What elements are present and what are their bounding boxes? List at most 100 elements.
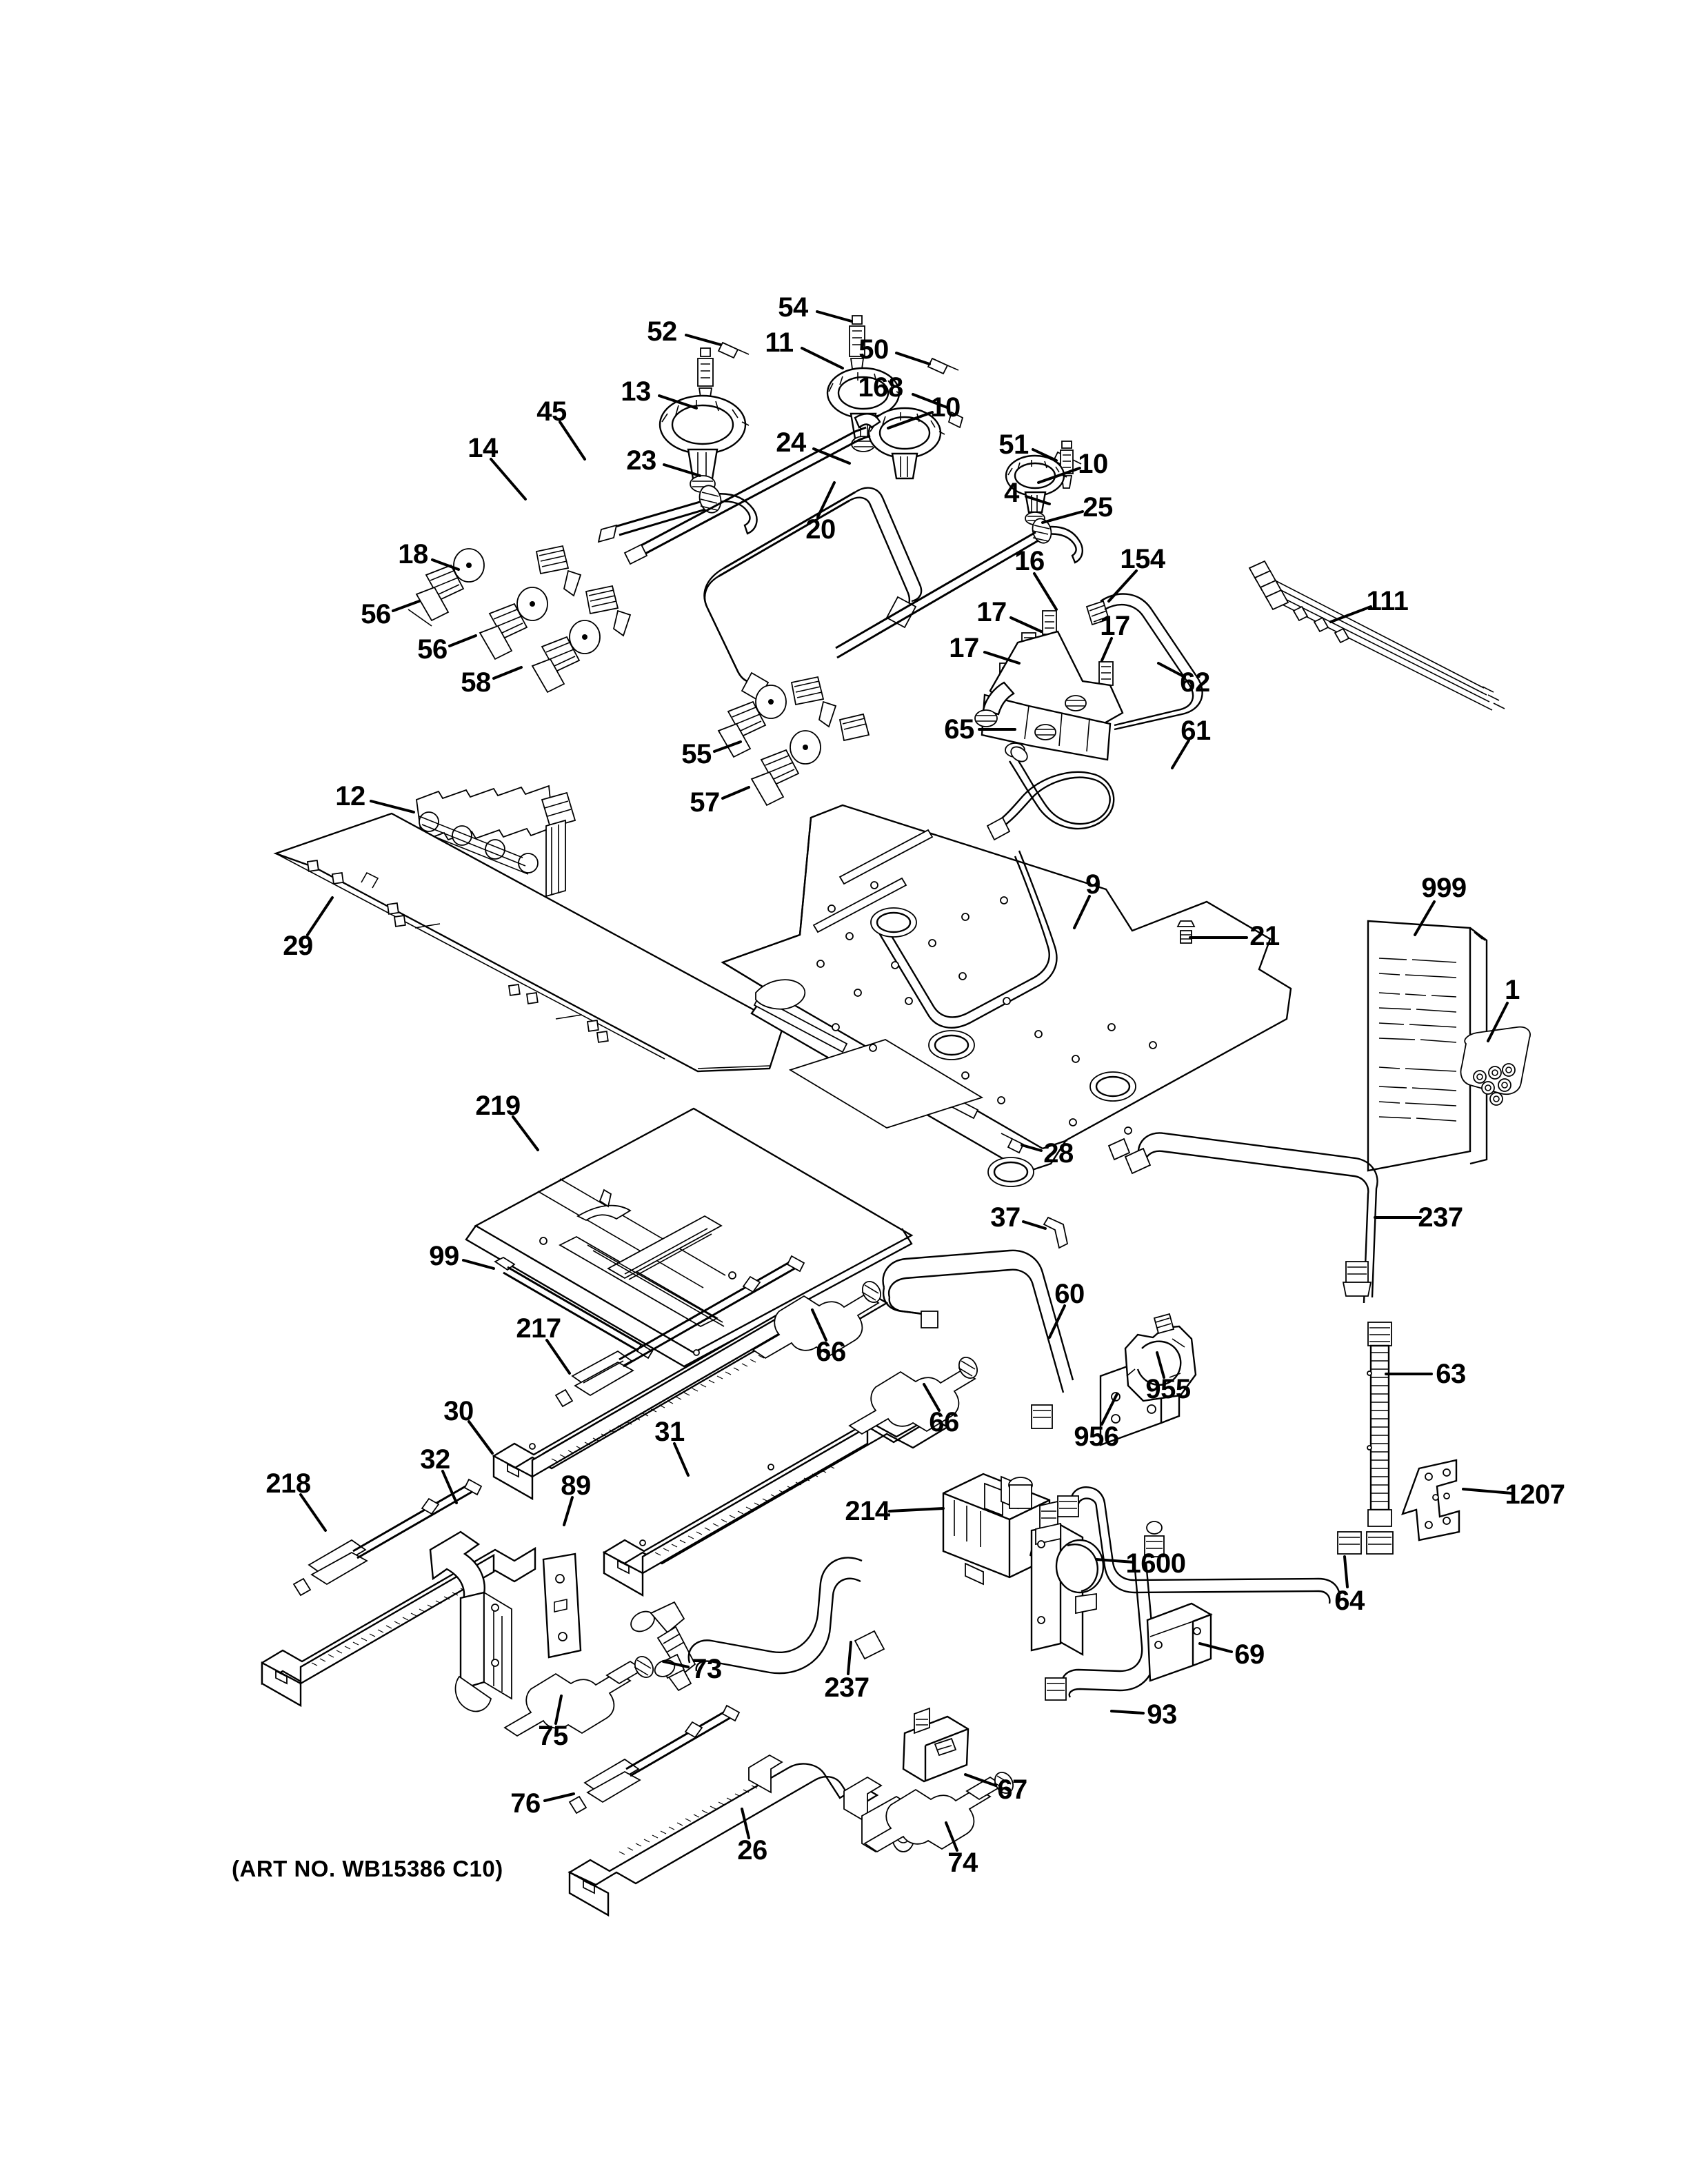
callout-956: 956 [1074, 1422, 1119, 1452]
gas-tube-25 [835, 518, 1083, 659]
callout-13: 13 [621, 376, 651, 407]
callout-14: 14 [468, 433, 498, 463]
callout-58: 58 [461, 667, 491, 698]
callout-61: 61 [1180, 716, 1211, 746]
igniter-217 [554, 1255, 805, 1408]
callout-67: 67 [997, 1775, 1027, 1805]
callout-52: 52 [647, 316, 677, 347]
callout-69: 69 [1234, 1639, 1265, 1670]
elbow-74 [863, 1772, 1014, 1853]
burner-head-13 [659, 347, 750, 493]
callout-11: 11 [765, 327, 794, 358]
hardware-bag-1 [1460, 1026, 1531, 1106]
callout-10: 10 [930, 392, 961, 423]
callout-10: 10 [1078, 449, 1108, 479]
callout-9: 9 [1085, 869, 1101, 900]
manifold-assembly-65 [974, 600, 1124, 761]
callout-75: 75 [538, 1721, 568, 1751]
callout-66: 66 [816, 1337, 846, 1367]
ignition-wires-111 [1248, 560, 1505, 711]
callout-51: 51 [998, 429, 1029, 460]
callout-74: 74 [947, 1848, 978, 1878]
callout-237: 237 [824, 1672, 870, 1703]
burner-32 [429, 1530, 512, 1712]
callout-29: 29 [283, 931, 313, 961]
gas-tube-61 [986, 746, 1115, 841]
manual-999 [1367, 920, 1488, 1172]
plate-89 [542, 1553, 582, 1659]
bracket-69 [1146, 1602, 1213, 1682]
callout-1: 1 [1505, 975, 1520, 1005]
callout-50: 50 [858, 334, 889, 365]
gas-pipe-237-upper [1107, 1132, 1378, 1304]
callout-237: 237 [1418, 1202, 1463, 1233]
orifice-group-left [408, 545, 632, 694]
callout-1207: 1207 [1505, 1479, 1565, 1510]
bracket-1207 [1401, 1459, 1460, 1541]
bracket-29 [273, 812, 785, 1073]
nut-168-part [947, 411, 964, 429]
callout-4: 4 [1004, 478, 1019, 508]
callout-66: 66 [929, 1407, 959, 1437]
callout-214: 214 [845, 1496, 890, 1526]
base-pan-9 [721, 804, 1292, 1187]
callout-89: 89 [561, 1470, 591, 1501]
callout-111: 111 [1366, 586, 1409, 616]
callout-64: 64 [1334, 1586, 1365, 1616]
gas-tube-60 [882, 1249, 1074, 1429]
callout-99: 99 [429, 1241, 459, 1271]
callout-20: 20 [805, 514, 836, 545]
callout-218: 218 [265, 1468, 311, 1499]
callout-12: 12 [335, 781, 365, 811]
callout-25: 25 [1083, 492, 1113, 523]
callout-955: 955 [1145, 1374, 1191, 1404]
callout-30: 30 [443, 1396, 474, 1426]
callout-217: 217 [516, 1313, 561, 1344]
clip-37-part [1043, 1216, 1069, 1249]
callout-73: 73 [692, 1654, 722, 1684]
callout-62: 62 [1180, 667, 1210, 698]
callout-219: 219 [475, 1091, 521, 1121]
callout-26: 26 [737, 1835, 767, 1866]
callout-168: 168 [858, 372, 903, 403]
callout-55: 55 [681, 739, 712, 769]
callout-32: 32 [420, 1444, 450, 1475]
screw-21-part [1176, 920, 1196, 944]
callout-23: 23 [626, 445, 656, 476]
callout-56: 56 [417, 634, 448, 665]
callout-154: 154 [1120, 544, 1165, 574]
callout-54: 54 [778, 292, 808, 323]
elbow-75 [503, 1656, 654, 1737]
callout-999: 999 [1421, 873, 1467, 903]
callout-28: 28 [1043, 1138, 1074, 1169]
callout-65: 65 [944, 714, 974, 745]
art-number-label: (ART NO. WB15386 C10) [232, 1856, 503, 1881]
callout-76: 76 [510, 1788, 541, 1819]
flex-line-63 [1366, 1322, 1394, 1555]
callout-17: 17 [949, 633, 979, 663]
burner-tube-31 [602, 1416, 950, 1597]
callout-63: 63 [1436, 1359, 1466, 1389]
callout-37: 37 [990, 1202, 1021, 1233]
callout-45: 45 [536, 396, 567, 427]
callout-21: 21 [1249, 921, 1280, 951]
screw-50-part [927, 357, 959, 375]
callout-24: 24 [776, 427, 806, 458]
callout-60: 60 [1054, 1279, 1085, 1309]
gas-pipe-64 [1057, 1486, 1362, 1604]
screw-28-part [1001, 1133, 1025, 1154]
gas-tube-23 [597, 485, 758, 543]
elbow-73 [630, 1601, 696, 1692]
valve-1600 [1030, 1500, 1105, 1657]
callout-17: 17 [976, 597, 1007, 627]
orifice-group-right [717, 676, 870, 807]
callout-17: 17 [1100, 611, 1130, 641]
igniter-76 [568, 1704, 741, 1814]
callout-31: 31 [654, 1417, 685, 1447]
callout-1600: 1600 [1125, 1548, 1186, 1579]
callout-57: 57 [690, 787, 720, 818]
burner-tube-26 [567, 1754, 915, 1917]
callout-16: 16 [1014, 546, 1045, 576]
